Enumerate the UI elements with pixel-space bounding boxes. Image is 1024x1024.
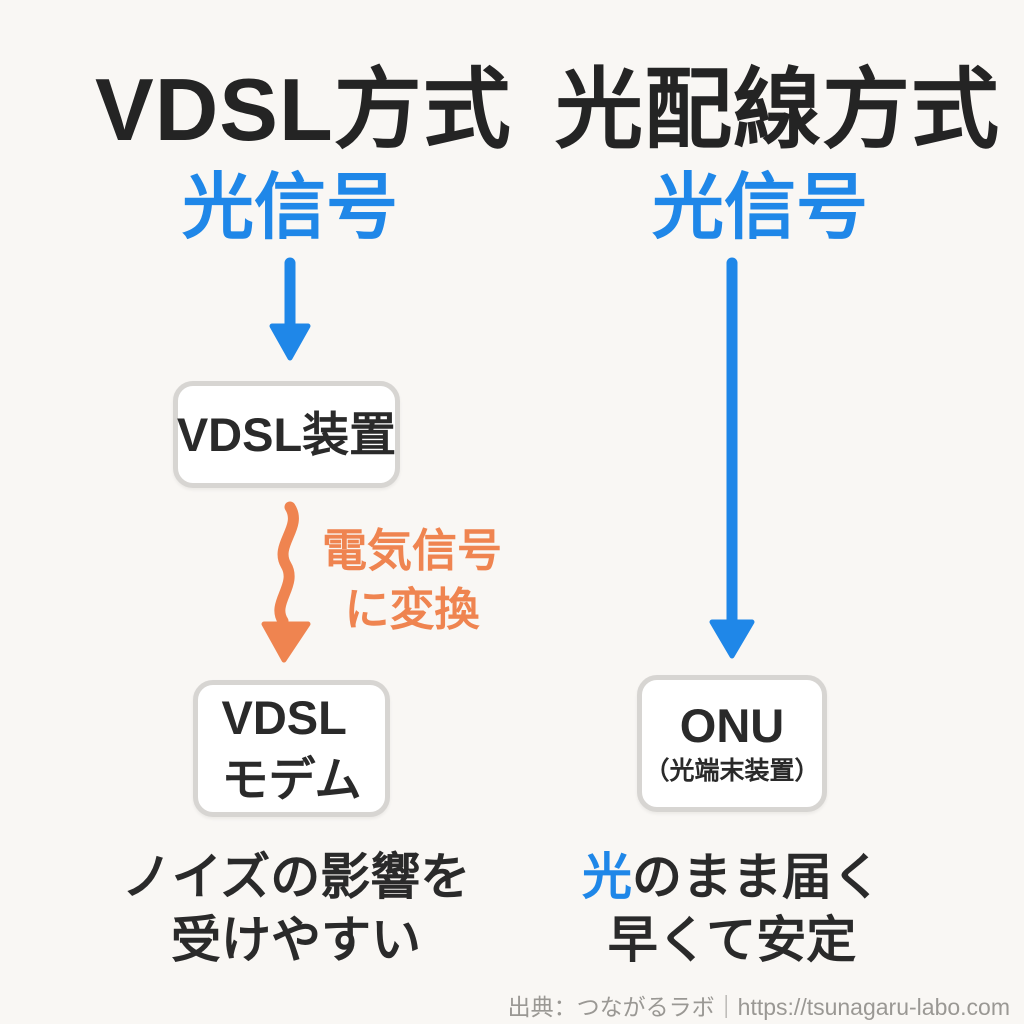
vdsl-caption-line1: ノイズの影響を [121, 849, 471, 905]
conversion-label-line2: に変換 [344, 583, 480, 635]
vdsl-modem-label-line1: VDSL [221, 691, 347, 745]
left-optical-signal-label: 光信号 [181, 168, 398, 248]
optical-caption: 光のまま届く 早くて安定 [532, 846, 932, 972]
right-column-title: 光配線方式 [555, 60, 1001, 159]
vdsl-modem-label-line2: モデム [221, 752, 362, 806]
right-down-arrow-icon [709, 257, 755, 659]
vdsl-modem-box: VDSL モデム [193, 680, 390, 817]
conversion-label-line1: 電気信号 [322, 525, 503, 576]
onu-sublabel: （光端末装置） [644, 757, 820, 786]
vdsl-device-label: VDSL装置 [176, 407, 397, 461]
optical-caption-line1: 光のまま届く [532, 846, 932, 909]
left-column-title: VDSL方式 [95, 60, 512, 159]
vdsl-caption-line2: 受けやすい [171, 912, 421, 968]
onu-box: ONU （光端末装置） [637, 675, 827, 812]
optical-caption-highlight: 光 [582, 849, 632, 905]
electric-signal-conversion-label: 電気信号 に変換 [322, 522, 502, 639]
source-credit: 出典：つながるラボ｜https://tsunagaru-labo.com [507, 994, 1010, 1020]
onu-label: ONU [679, 698, 785, 752]
optical-caption-line2: 早くて安定 [607, 912, 857, 968]
vdsl-device-box: VDSL装置 [173, 381, 400, 488]
right-optical-signal-label: 光信号 [651, 168, 868, 248]
optical-caption-line1-rest: のまま届く [632, 849, 882, 905]
vdsl-caption: ノイズの影響を 受けやすい [96, 846, 496, 972]
wavy-down-arrow-icon [261, 501, 311, 663]
left-down-arrow-icon [269, 257, 311, 361]
